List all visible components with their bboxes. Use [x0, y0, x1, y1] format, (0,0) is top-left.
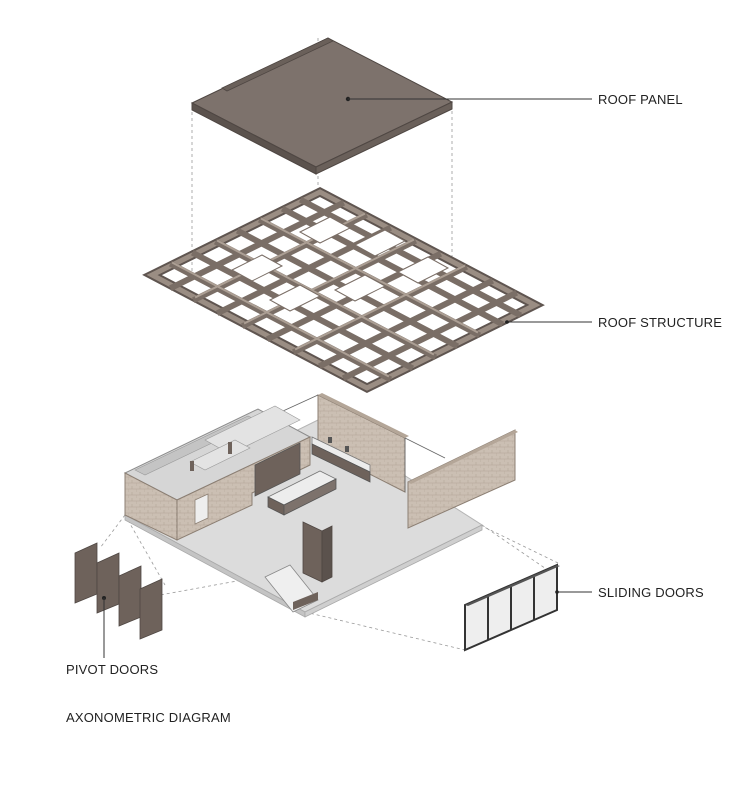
label-roof-structure: ROOF STRUCTURE — [598, 315, 723, 330]
brick-wall-right — [407, 429, 518, 529]
kitchen-island — [267, 470, 337, 516]
diagram-title: AXONOMETRIC DIAGRAM — [66, 710, 231, 725]
label-pivot-doors: PIVOT DOORS — [66, 662, 159, 677]
label-sliding-doors: SLIDING DOORS — [598, 585, 704, 600]
bench — [264, 564, 319, 613]
left-block — [123, 405, 312, 541]
pivot-doors — [74, 542, 163, 640]
leader-lines — [103, 98, 592, 658]
kitchen-counter — [311, 436, 371, 483]
roof-panel — [190, 37, 454, 175]
label-roof-panel: ROOF PANEL — [598, 92, 683, 107]
sliding-doors — [464, 563, 560, 652]
roof-structure — [142, 186, 545, 394]
partition-panel — [302, 521, 333, 583]
glazing — [282, 394, 446, 492]
